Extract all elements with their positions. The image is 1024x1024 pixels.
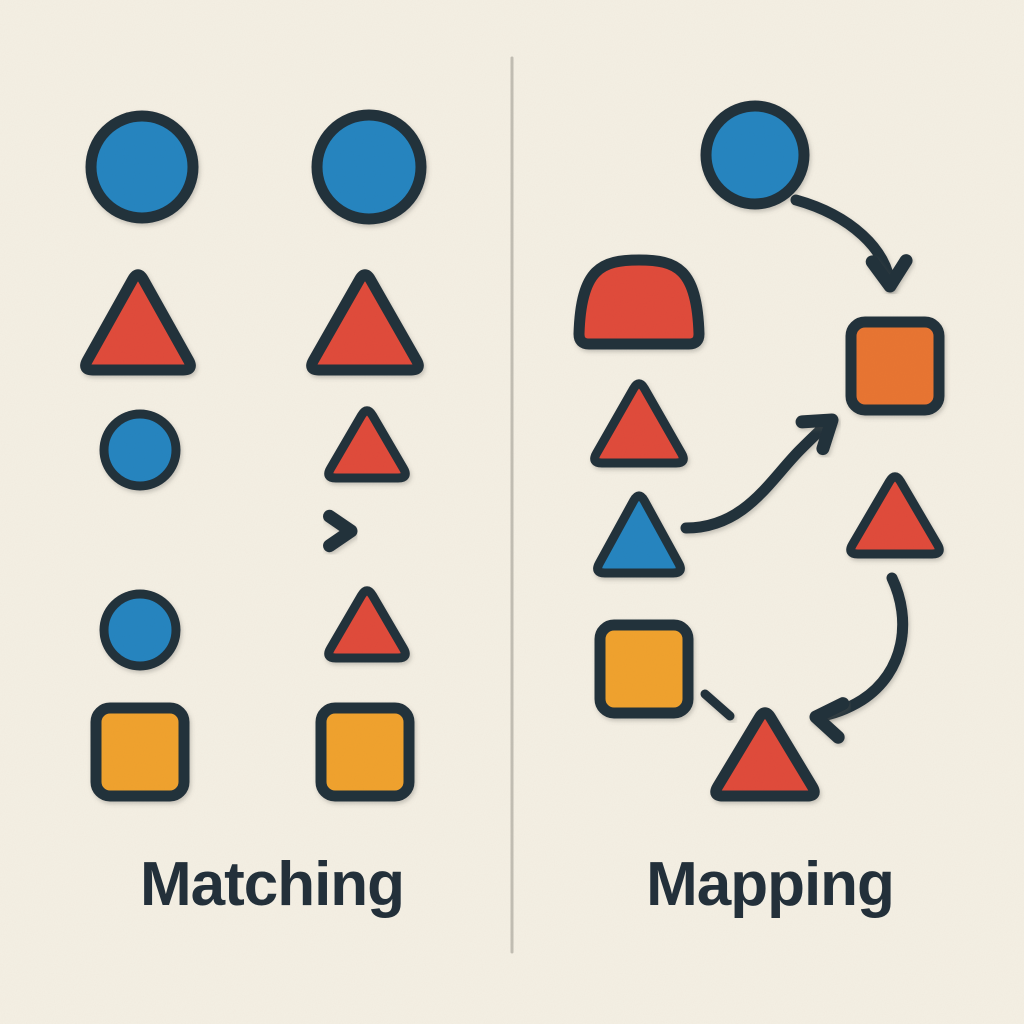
square-yellow xyxy=(315,702,415,802)
circle-blue xyxy=(700,100,810,210)
square-orange xyxy=(845,316,945,416)
circle-large-blue xyxy=(311,109,427,225)
circle-small-blue xyxy=(99,409,181,491)
dome-red xyxy=(573,254,705,350)
panel-label-mapping: Mapping xyxy=(646,850,894,919)
square-yellow xyxy=(90,702,190,802)
square-yellow xyxy=(594,619,694,719)
panel-label-matching: Matching xyxy=(140,850,404,919)
circle-small-blue-2 xyxy=(99,589,181,671)
circle-large-blue xyxy=(85,110,199,224)
